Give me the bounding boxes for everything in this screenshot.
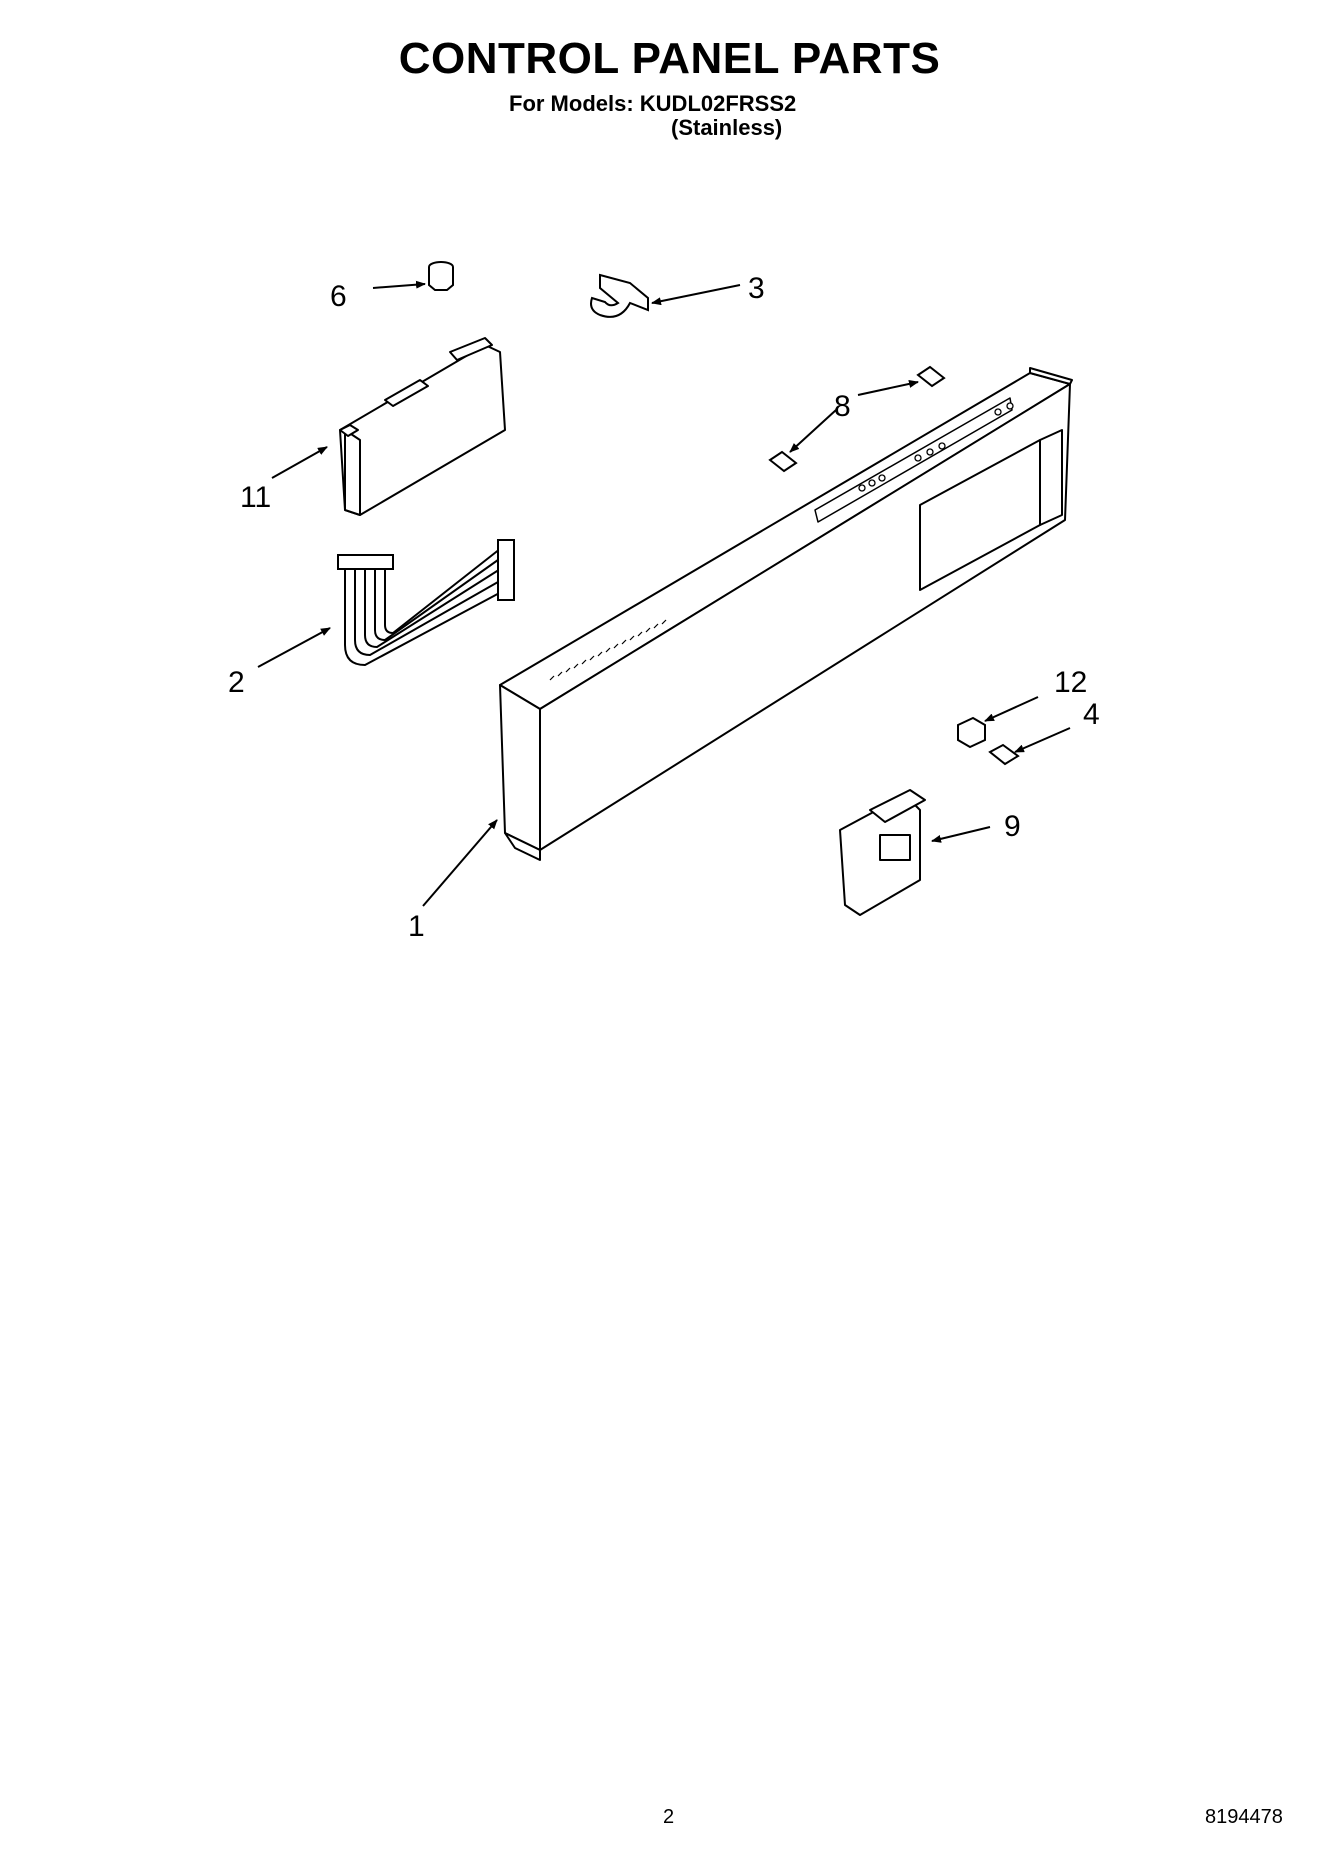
callout-1: 1	[408, 910, 425, 943]
page-number: 2	[663, 1806, 675, 1828]
callout-8: 8	[834, 390, 851, 423]
callout-4: 4	[1083, 698, 1100, 731]
screw-part	[768, 365, 946, 473]
cap-part	[428, 261, 454, 291]
callout-11: 11	[240, 481, 271, 514]
model-variant: (Stainless)	[671, 115, 783, 140]
models-line: For Models: KUDL02FRSS2	[509, 91, 797, 116]
control-panel-part	[499, 367, 1073, 861]
callout-9: 9	[1004, 810, 1021, 843]
bracket-part	[957, 716, 986, 749]
control-board-part	[339, 337, 506, 516]
callout-12: 12	[1054, 666, 1087, 699]
leader-lines	[257, 280, 1071, 907]
ribbon-cable-part	[337, 539, 515, 667]
clip-part	[590, 273, 649, 318]
switch-assembly-part	[839, 789, 926, 916]
callout-2: 2	[228, 666, 245, 699]
callout-labels: 6 3 8 11 2 12 4 9 1	[228, 272, 1100, 943]
callout-6: 6	[330, 280, 347, 313]
callout-3: 3	[748, 272, 765, 305]
screw-part-4	[988, 743, 1020, 766]
document-number: 8194478	[1205, 1806, 1283, 1828]
page-title: CONTROL PANEL PARTS	[398, 34, 941, 83]
